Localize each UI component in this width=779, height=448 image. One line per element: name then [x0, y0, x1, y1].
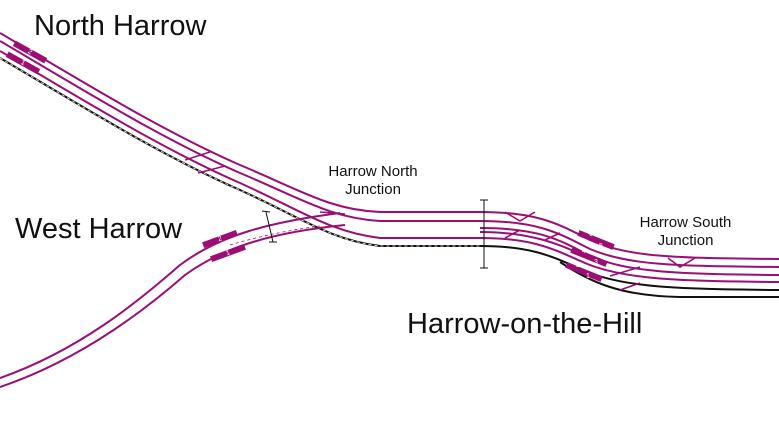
platform-north-harrow-1: 1: [5, 51, 41, 75]
track-main-2: [0, 40, 779, 268]
platform-hoh-6: 6: [589, 231, 593, 238]
platform-hoh-5: 5: [599, 243, 603, 250]
station-label-west-harrow: West Harrow: [15, 213, 183, 245]
platform-hoh-2: 2: [576, 262, 580, 269]
track-west-1: [0, 212, 341, 379]
platform-west-harrow-2: 2: [202, 230, 238, 248]
platform-hoh-6-5: [577, 230, 615, 250]
platform-hoh-4: 4: [582, 248, 586, 255]
junction-label-north: Harrow North Junction: [318, 163, 428, 199]
station-label-harrow-on-the-hill: Harrow-on-the-Hill: [407, 308, 643, 340]
track-west-2: [0, 224, 346, 388]
junction-north-line2: Junction: [345, 181, 401, 198]
junction-north-line1: Harrow North: [328, 163, 418, 180]
junction-label-south: Harrow South Junction: [628, 214, 743, 250]
svg-text:2: 2: [217, 235, 223, 243]
platform-hoh-1: 1: [586, 273, 590, 280]
junction-south-line1: Harrow South: [639, 214, 732, 231]
crossover: [184, 151, 696, 291]
platform-west-harrow-1: 1: [210, 244, 246, 262]
svg-text:1: 1: [19, 59, 26, 67]
junction-south-line2: Junction: [657, 232, 714, 249]
track-main-4-dash: [0, 57, 480, 247]
svg-text:1: 1: [225, 249, 231, 257]
svg-text:2: 2: [26, 48, 33, 56]
platform-north-harrow-2: 2: [12, 40, 48, 64]
platform-hoh-3: 3: [594, 259, 598, 266]
platform-hoh-4-3: [570, 247, 608, 267]
track-main-3: [0, 50, 779, 283]
section-marker: [261, 199, 488, 269]
track-main-1: [0, 32, 779, 260]
station-label-north-harrow: North Harrow: [34, 10, 207, 42]
platform-hoh-2-1: [565, 262, 603, 282]
